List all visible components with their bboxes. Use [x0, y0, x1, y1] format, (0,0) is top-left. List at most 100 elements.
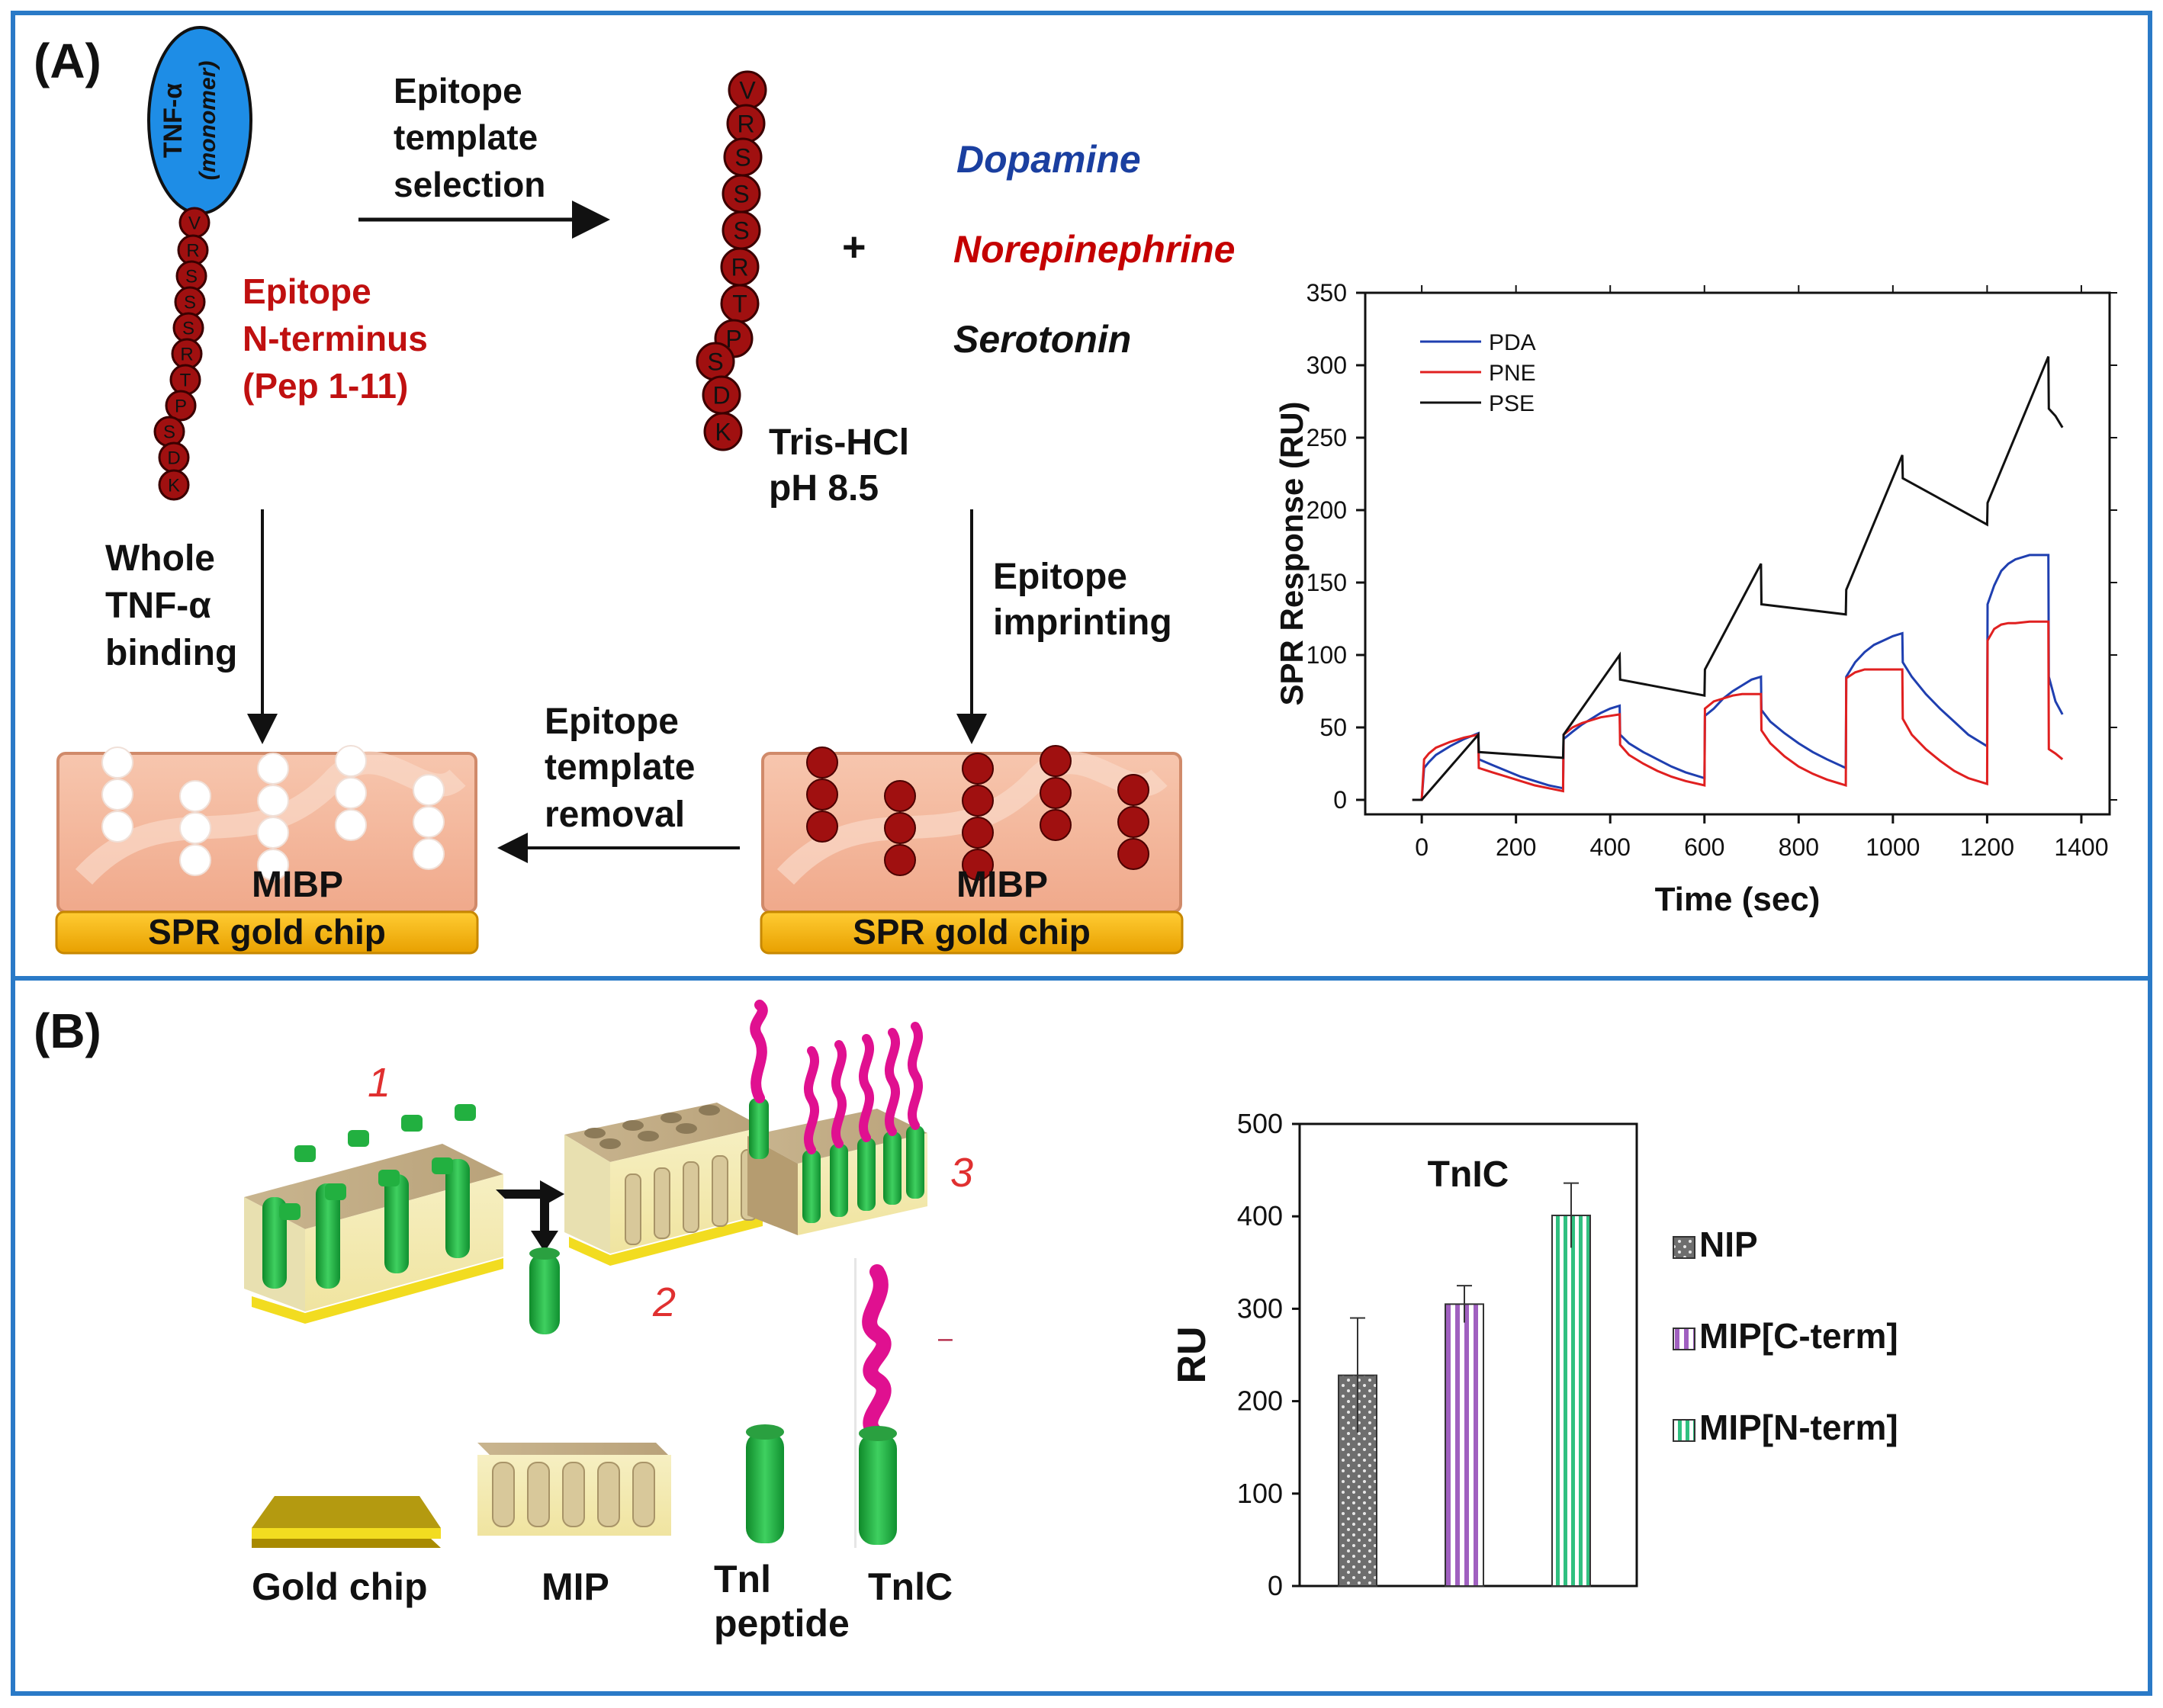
buffer-line-1: Tris-HCl — [769, 422, 909, 463]
imprint-site — [1040, 745, 1072, 777]
epitope-residue: S — [153, 416, 185, 448]
y-tick-label: 300 — [1306, 352, 1347, 379]
y-tick-label: 250 — [1306, 424, 1347, 451]
epitope-title: Epitope N-terminus (Pep 1-11) — [243, 271, 428, 406]
imprint-site — [413, 838, 445, 870]
tnic-chain — [884, 1028, 901, 1136]
x-axis-label: Time (sec) — [1655, 881, 1821, 918]
epitope-residue: S — [722, 174, 761, 214]
legend-label: PSE — [1489, 391, 1535, 416]
imprint-site — [179, 812, 211, 844]
residue-letter: P — [725, 326, 741, 353]
epitope-residue: R — [726, 104, 766, 143]
bar-0 — [1338, 1374, 1377, 1587]
panel-b-frame — [11, 976, 2152, 1696]
x-tick-label: 1000 — [1866, 833, 1920, 861]
step-number-1: 1 — [368, 1060, 390, 1106]
bound-peptide — [883, 1132, 902, 1205]
y-tick-label: 100 — [1306, 641, 1347, 669]
bound-peptide — [749, 1098, 769, 1159]
imprint-site — [101, 779, 133, 811]
legend-label: PNE — [1489, 361, 1536, 386]
imprint-line-2: imprinting — [993, 602, 1172, 643]
imprinting-step: Epitope imprinting — [956, 509, 1172, 744]
y-tick-label: 350 — [1306, 279, 1347, 307]
imprint-site — [257, 785, 289, 817]
epitope-title-line-3: (Pep 1-11) — [243, 366, 408, 406]
imprint-site — [806, 746, 838, 779]
y-axis-label: SPR Response (RU) — [1274, 401, 1310, 705]
tnic-chain — [831, 1040, 847, 1148]
panel-b-label: (B) — [34, 1003, 101, 1058]
imprint-site — [962, 753, 994, 785]
monomer-list: Dopamine Norepinephrine Serotonin — [953, 138, 1235, 361]
residue-letter: S — [185, 267, 198, 287]
epitope-residue: S — [723, 137, 763, 177]
residue-letter: K — [715, 419, 731, 446]
mibp-label-right: MIBP — [956, 865, 1048, 905]
imprint-site — [962, 785, 994, 817]
mibp-chip-empty: MIBP SPR gold chip — [55, 745, 479, 955]
epitope-residue: S — [172, 312, 204, 344]
panel-a-label: (A) — [34, 34, 101, 88]
selection-line-3: selection — [394, 165, 545, 204]
epitope-residue: R — [177, 234, 209, 266]
residue-letter: S — [733, 217, 749, 245]
residue-letter: R — [180, 345, 193, 365]
epitope-residue: V — [728, 70, 767, 110]
cavity — [584, 1128, 606, 1138]
cavity-wall — [712, 1155, 728, 1227]
residue-letter: R — [737, 111, 754, 138]
residue-letter: S — [733, 181, 749, 208]
y-tick-label: 50 — [1319, 714, 1347, 741]
y-tick-label: 200 — [1237, 1385, 1283, 1417]
legend-mip: MIP — [477, 1443, 671, 1608]
legend-gold-chip-label: Gold chip — [252, 1565, 428, 1608]
bound-peptide — [802, 1150, 821, 1223]
imprint-site — [1117, 806, 1149, 838]
legend-peptide-label-1: Tnl — [714, 1558, 771, 1600]
step-number-3: 3 — [950, 1150, 973, 1196]
imprint-site — [1040, 809, 1072, 841]
template-pillar — [384, 1174, 409, 1273]
x-tick-label: 600 — [1684, 833, 1724, 861]
buffer-line-2: pH 8.5 — [769, 468, 879, 509]
x-tick-label: 1200 — [1960, 833, 2014, 861]
mip-block-with-templates — [244, 1104, 503, 1324]
imprint-site — [1117, 774, 1149, 806]
imprint-site — [806, 779, 838, 811]
template-top — [401, 1115, 423, 1132]
process-arrows-1 — [496, 1180, 564, 1252]
epitope-residue: D — [702, 375, 741, 415]
imprint-site — [806, 811, 838, 843]
whole-line-2: TNF-α — [105, 586, 211, 626]
x-tick-label: 200 — [1496, 833, 1536, 861]
residue-letter: S — [734, 144, 750, 172]
plus-sign: + — [842, 224, 866, 270]
legend-swatch — [1673, 1236, 1695, 1259]
epitope-residue: P — [165, 390, 197, 422]
removal-step: Epitope template removal — [497, 702, 740, 863]
epitope-residue: S — [175, 260, 207, 292]
imprint-site — [179, 844, 211, 876]
imprint-site — [884, 812, 916, 844]
epitope-residue: K — [703, 412, 743, 451]
template-top — [294, 1145, 316, 1162]
cavity-wall — [632, 1462, 655, 1527]
selection-line-1: Epitope — [394, 71, 522, 111]
residue-letter: R — [731, 254, 748, 281]
cavity-wall — [683, 1161, 699, 1233]
y-tick-label: 100 — [1237, 1478, 1283, 1509]
epitope-title-line-2: N-terminus — [243, 319, 428, 358]
residue-letter: S — [707, 348, 723, 376]
template-top — [378, 1170, 400, 1186]
series-line-pne — [1412, 620, 2064, 801]
imprint-site — [1117, 838, 1149, 870]
mibp-chip-imprinted: MIBP SPR gold chip — [760, 745, 1184, 955]
epitope-residue: S — [174, 286, 206, 318]
mip-block-empty — [564, 1103, 763, 1266]
imprint-site — [335, 777, 367, 809]
cavity — [622, 1120, 644, 1131]
